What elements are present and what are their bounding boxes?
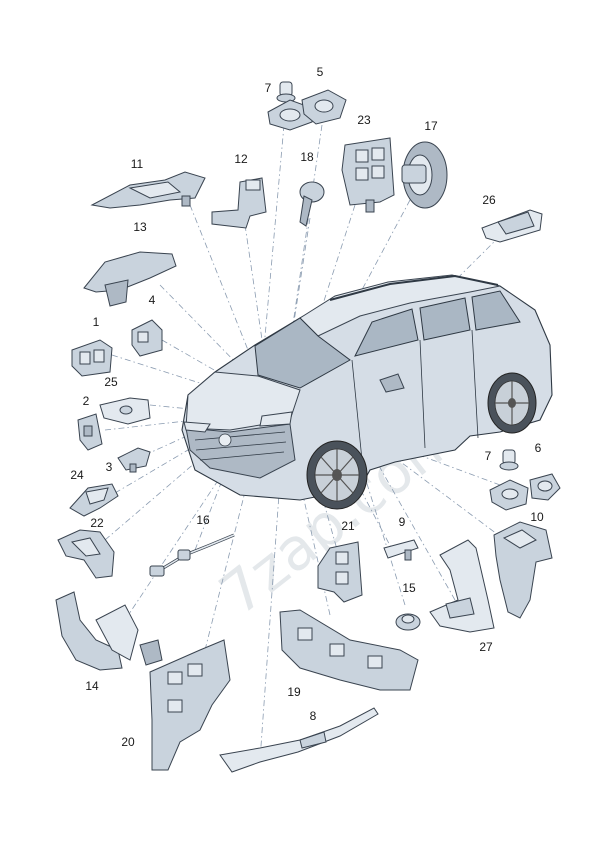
callout-3: 3 <box>106 460 113 474</box>
callout-24: 24 <box>70 468 84 482</box>
callout-7-right: 7 <box>485 449 492 463</box>
callout-18: 18 <box>300 150 314 164</box>
callout-4: 4 <box>149 293 156 307</box>
part-25 <box>99 397 151 425</box>
callout-10: 10 <box>530 510 544 524</box>
part-21 <box>317 541 363 603</box>
part-18 <box>299 181 325 227</box>
callout-6: 6 <box>535 441 542 455</box>
callout-25: 25 <box>104 375 118 389</box>
callout-15: 15 <box>402 581 416 595</box>
part-17 <box>401 141 448 209</box>
callout-12: 12 <box>234 152 248 166</box>
callout-23: 23 <box>357 113 371 127</box>
callout-2: 2 <box>83 394 90 408</box>
part-13 <box>83 251 177 307</box>
callout-5: 5 <box>317 65 324 79</box>
callout-13: 13 <box>133 220 147 234</box>
callout-17: 17 <box>424 119 438 133</box>
callout-27: 27 <box>479 640 493 654</box>
part-3 <box>117 447 151 473</box>
callout-19: 19 <box>287 685 301 699</box>
part-12 <box>211 177 267 229</box>
part-6 <box>489 473 561 511</box>
callout-26: 26 <box>482 193 496 207</box>
part-27 <box>429 539 495 633</box>
part-2 <box>77 413 103 451</box>
part-11 <box>90 171 206 209</box>
part-10 <box>493 521 553 619</box>
part-19 <box>279 609 419 691</box>
part-14 <box>55 591 163 671</box>
callout-22: 22 <box>90 516 104 530</box>
part-20 <box>149 639 231 771</box>
callout-9: 9 <box>399 515 406 529</box>
callout-21: 21 <box>341 519 355 533</box>
callout-1: 1 <box>93 315 100 329</box>
part-22 <box>57 529 115 579</box>
part-16 <box>149 533 235 577</box>
part-15 <box>395 613 421 631</box>
vehicle-illustration <box>181 274 553 510</box>
callout-labels: 1 2 3 4 5 6 7 7 8 9 10 11 12 13 14 15 16… <box>70 65 544 749</box>
callout-20: 20 <box>121 735 135 749</box>
part-5 <box>267 89 347 131</box>
callout-8: 8 <box>310 709 317 723</box>
part-4 <box>131 319 163 357</box>
part-9 <box>383 539 419 561</box>
callout-14: 14 <box>85 679 99 693</box>
callout-16: 16 <box>196 513 210 527</box>
part-1 <box>71 339 113 377</box>
part-26 <box>481 209 543 243</box>
callout-7-top: 7 <box>265 81 272 95</box>
part-7-top <box>276 81 296 103</box>
part-7-right <box>499 449 519 471</box>
part-23 <box>341 137 395 213</box>
part-24 <box>69 483 119 517</box>
part-8 <box>219 707 379 773</box>
callout-11: 11 <box>131 157 144 171</box>
